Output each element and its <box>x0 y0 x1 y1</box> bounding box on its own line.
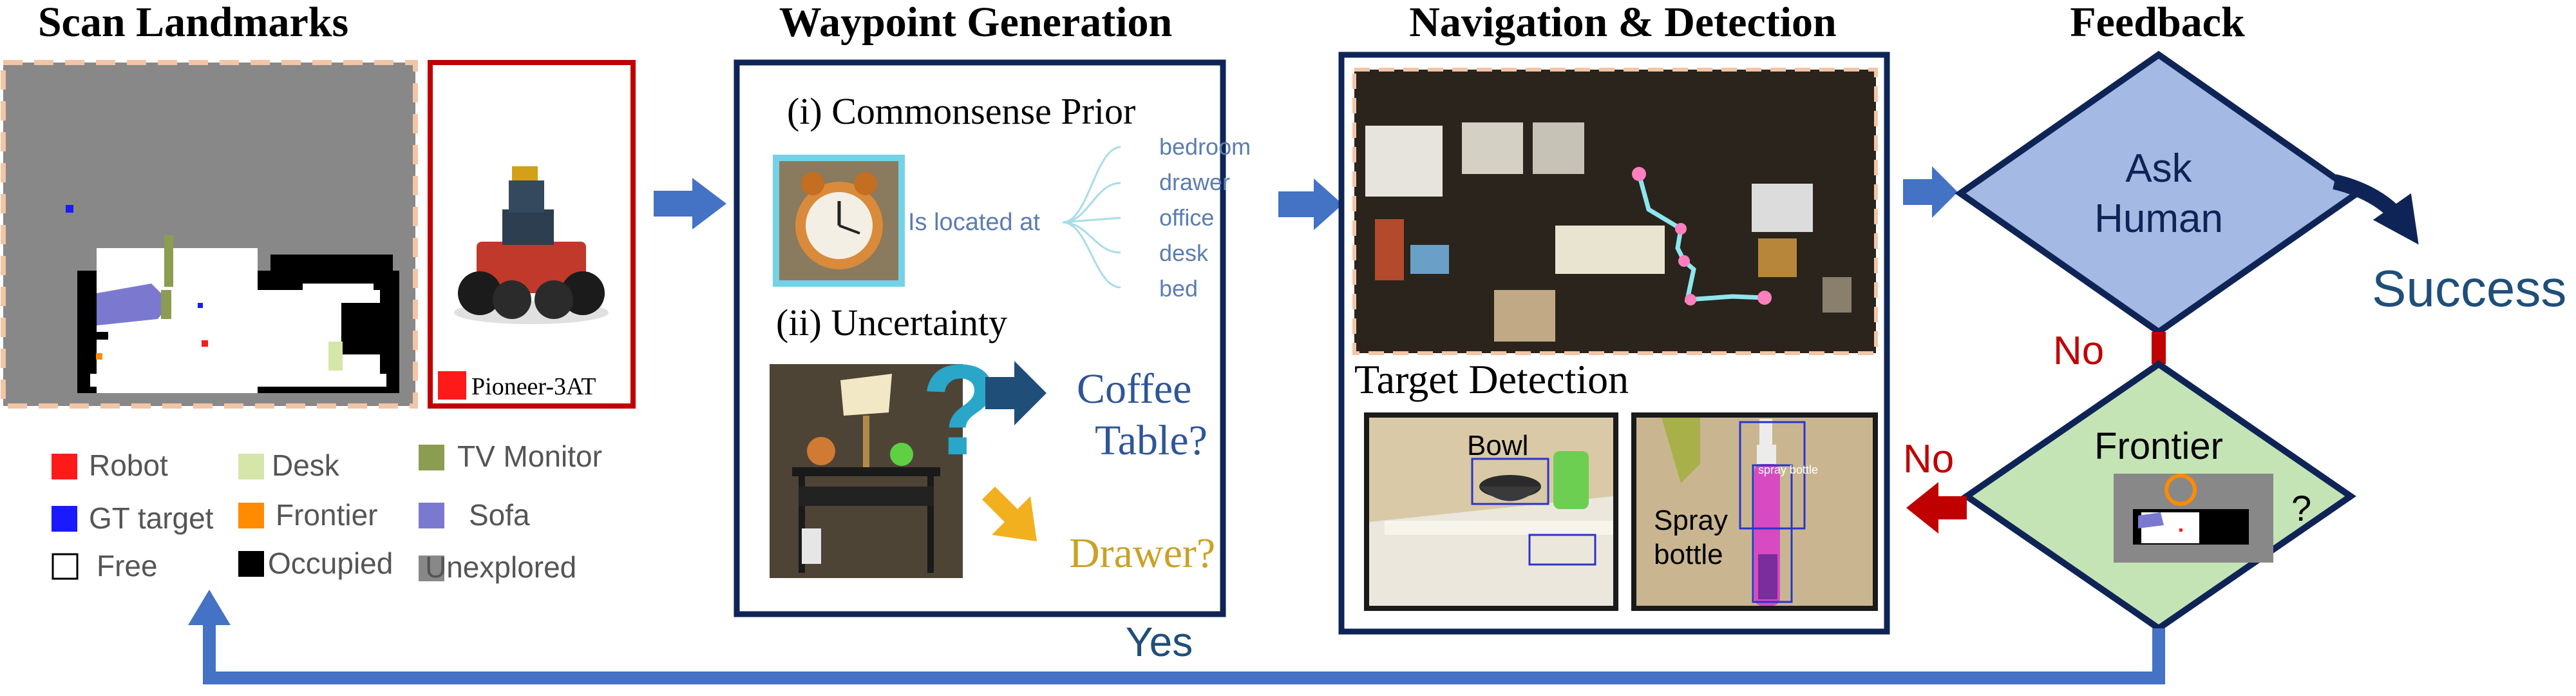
legend-swatch-free <box>52 553 79 580</box>
location-drawer: drawer <box>1159 169 1230 195</box>
yes-label: Yes <box>1126 619 1193 665</box>
robot-name-label: Pioneer-3AT <box>471 373 596 400</box>
legend-label-free: Free <box>97 549 158 583</box>
legend-swatch-tv-monitor <box>419 445 444 470</box>
arrow-right-icon <box>985 361 1046 425</box>
location-office: office <box>1159 204 1214 231</box>
legend-label-desk: Desk <box>272 449 340 482</box>
location-bedroom: bedroom <box>1159 133 1251 160</box>
spray-box-label: spray bottle <box>1758 463 1818 476</box>
arrow-down-right-icon <box>982 487 1037 541</box>
legend-label-frontier: Frontier <box>276 498 377 532</box>
legend-swatch-desk <box>238 454 264 479</box>
location-bed: bed <box>1159 275 1198 302</box>
flow-arrow-navigation-to-feedback <box>1903 166 1958 218</box>
target-detection-heading: Target Detection <box>1354 356 1629 402</box>
map-legend: Robot Desk TV Monitor GT target Frontier… <box>52 440 602 584</box>
detection-image-spray: spray bottle Spray bottle <box>1631 412 1878 611</box>
title-feedback: Feedback <box>2070 0 2245 46</box>
spray-label-line1: Spray <box>1654 505 1728 536</box>
semantic-map <box>1 60 418 409</box>
legend-swatch-frontier <box>238 503 264 528</box>
location-branches <box>1062 146 1121 289</box>
option-coffee-line2: Table? <box>1095 417 1208 464</box>
title-scan-landmarks: Scan Landmarks <box>38 0 348 46</box>
legend-label-tv-monitor: TV Monitor <box>457 440 602 473</box>
legend-swatch-gt-target <box>52 506 77 532</box>
option-drawer: Drawer? <box>1069 530 1215 577</box>
ask-human-line2: Human <box>2094 197 2223 241</box>
ask-human-decision <box>1955 50 2363 336</box>
robot-body-icon <box>477 242 586 293</box>
spray-label-line2: bottle <box>1654 539 1723 570</box>
success-arrow <box>2333 174 2419 245</box>
frontier-map-thumbnail <box>2114 474 2273 563</box>
question-mark-icon: ? <box>921 338 999 482</box>
ask-human-line1: Ask <box>2125 146 2192 191</box>
legend-swatch-occupied <box>238 551 264 577</box>
clock-image <box>773 155 905 287</box>
legend-swatch-robot <box>52 454 77 479</box>
legend-label-robot: Robot <box>89 449 168 482</box>
frontier-label: Frontier <box>2094 425 2223 467</box>
uncertainty-heading: (ii) Uncertainty <box>776 302 1007 343</box>
bowl-label: Bowl <box>1467 430 1528 461</box>
robot-photo-panel: Pioneer-3AT <box>428 60 636 409</box>
legend-label-occupied: Occupied <box>268 546 393 580</box>
legend-swatch-sofa <box>419 503 444 528</box>
option-coffee-line1: Coffee <box>1077 365 1191 412</box>
scene-image <box>770 364 963 578</box>
commonsense-prior-heading: (i) Commonsense Prior <box>787 90 1135 132</box>
legend-label-unexplored: Unexplored <box>425 550 576 584</box>
relation-label: Is located at <box>908 209 1040 236</box>
no-label-2: No <box>1903 437 1954 481</box>
topdown-navigation-view <box>1352 68 1878 355</box>
no-arrow-left <box>1906 482 1967 534</box>
title-navigation-detection: Navigation & Detection <box>1409 0 1837 46</box>
location-desk: desk <box>1159 240 1209 266</box>
yes-return-arrowhead <box>188 590 231 625</box>
detection-image-bowl: Bowl <box>1364 412 1618 611</box>
frontier-question: ? <box>2291 488 2311 528</box>
yes-return-path <box>203 622 2165 684</box>
legend-label-gt-target: GT target <box>89 501 214 535</box>
legend-swatch-unexplored <box>419 556 444 581</box>
flow-arrow-waypoint-to-navigation <box>1278 179 1343 230</box>
no-label-1: No <box>2053 329 2104 373</box>
legend-label-sofa: Sofa <box>469 498 530 532</box>
title-waypoint-generation: Waypoint Generation <box>779 0 1173 46</box>
success-label: Success <box>2372 260 2566 317</box>
flow-arrow-scan-to-waypoint <box>654 178 726 229</box>
